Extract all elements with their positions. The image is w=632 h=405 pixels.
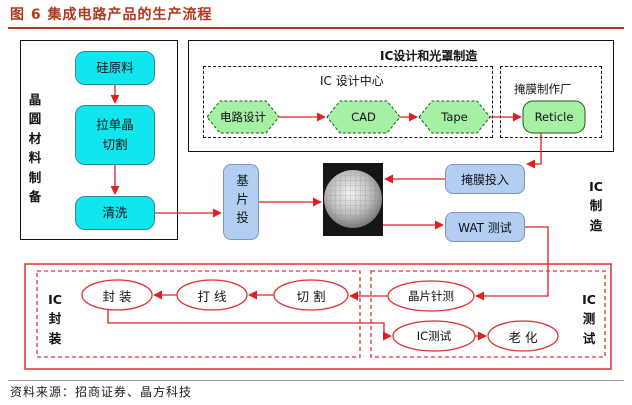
- hex-cad-label: CAD: [351, 110, 376, 124]
- mask-factory-frame: [500, 66, 602, 138]
- design-center-label: IC 设计中心: [320, 74, 384, 88]
- ic-fab-label: IC制造: [589, 179, 603, 233]
- arrow-package-to-ic-test: [107, 309, 392, 341]
- source-note: 资料来源：招商证券、晶方科技: [10, 385, 193, 399]
- ic-test-label: IC测试: [582, 292, 596, 346]
- wafer-image-bg: [323, 163, 383, 236]
- step-silicon-raw: 硅原料: [75, 51, 155, 85]
- ic-package-label: IC封装: [48, 292, 62, 346]
- figure-title: 图 6 集成电路产品的生产流程: [10, 7, 213, 23]
- title-rule: [8, 27, 624, 29]
- wirebond-step-label: 打 线: [197, 288, 227, 304]
- wafer-grid: [326, 172, 380, 226]
- substrate-input-box: 基片投: [223, 164, 259, 240]
- design-center-frame: [203, 66, 493, 138]
- mask-factory-label: 掩膜制作厂: [514, 82, 572, 96]
- mask-input-box: 掩膜投入: [445, 164, 525, 194]
- ic-test-step-label: IC测试: [416, 329, 452, 343]
- dicing-step-label: 切 割: [296, 288, 326, 304]
- reticle-label: Reticle: [534, 110, 574, 124]
- ic-design-mask-label: IC设计和光罩制造: [380, 49, 478, 63]
- aging-step-label: 老 化: [508, 329, 538, 345]
- footer-rule: [8, 380, 624, 381]
- probe-step-label: 晶片针测: [408, 289, 454, 303]
- hex-circuit-design-label: 电路设计: [220, 110, 266, 124]
- substrate-input-label: 基片投: [234, 174, 249, 230]
- hex-tape-label: Tape: [441, 110, 468, 124]
- step-crystal-cut: 拉单晶 切割: [75, 105, 155, 165]
- wafer-disc: [324, 170, 382, 228]
- step-clean: 清洗: [75, 196, 155, 230]
- wat-test-box: WAT 测试: [445, 212, 525, 242]
- wafer-material-label: 晶圆材料制备: [28, 92, 42, 204]
- package-step-label: 封 装: [102, 288, 132, 304]
